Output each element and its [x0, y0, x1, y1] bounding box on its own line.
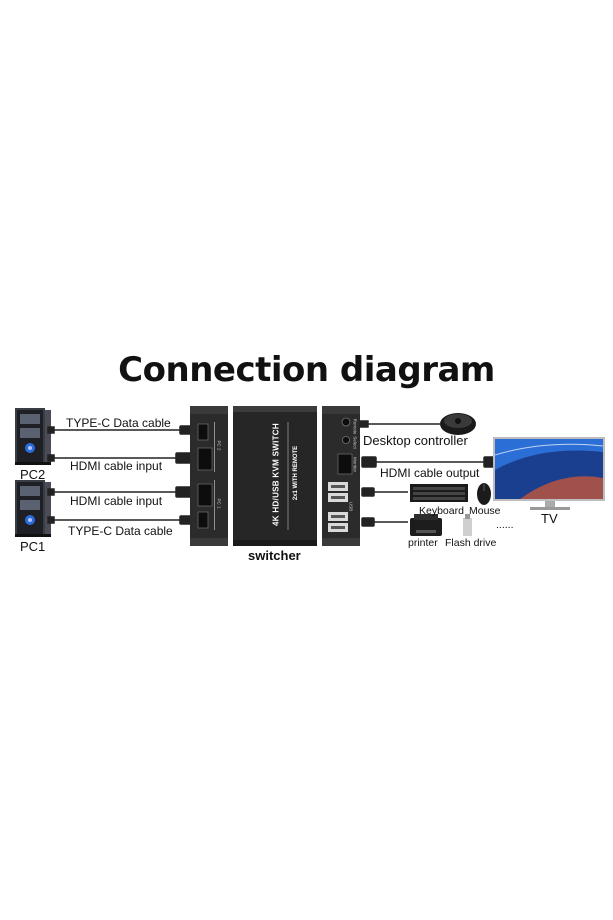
flash-drive-label: Flash drive — [445, 537, 497, 549]
tv-icon — [493, 437, 605, 510]
pc2-label: PC2 — [20, 467, 46, 482]
port-label-usb: USB — [348, 501, 354, 512]
more-devices-label: ...... — [496, 519, 514, 531]
pc2-tower-icon — [15, 408, 51, 465]
pc1-label: PC1 — [20, 539, 46, 554]
device-main-label: 4K HD/USB KVM SWITCH — [271, 423, 281, 526]
hdmi-input-bottom-label: HDMI cable input — [70, 494, 163, 508]
printer-label: printer — [408, 537, 438, 549]
port-label-pc2: PC 2 — [216, 440, 222, 451]
mouse-icon — [477, 483, 491, 505]
desktop-controller-label: Desktop controller — [363, 433, 468, 448]
desktop-controller-icon — [440, 413, 476, 435]
device-sub-label: 2x1 WITH REMOTE — [293, 445, 299, 501]
tv-label: TV — [541, 511, 558, 526]
mouse-label: Mouse — [469, 505, 501, 517]
port-label-monitor: Monitor — [352, 456, 358, 472]
switcher-main-body — [233, 406, 317, 546]
switcher-right-panel — [322, 406, 360, 546]
keyboard-icon — [410, 484, 468, 502]
typec-cable-bottom-label: TYPE-C Data cable — [68, 524, 173, 538]
typec-cable-top-label: TYPE-C Data cable — [66, 416, 171, 430]
hdmi-output-label: HDMI cable output — [380, 466, 480, 480]
flash-drive-icon — [463, 514, 472, 536]
printer-icon — [410, 514, 442, 536]
hdmi-input-top-label: HDMI cable input — [70, 459, 163, 473]
keyboard-label: Keyboard — [419, 505, 464, 517]
page-title: Connection diagram — [118, 350, 495, 390]
switcher-left-panel — [190, 406, 228, 546]
switcher-label: switcher — [248, 548, 301, 563]
left-cables — [47, 425, 193, 525]
port-label-pc1: PC 1 — [216, 498, 222, 509]
pc1-tower-icon — [15, 480, 51, 537]
